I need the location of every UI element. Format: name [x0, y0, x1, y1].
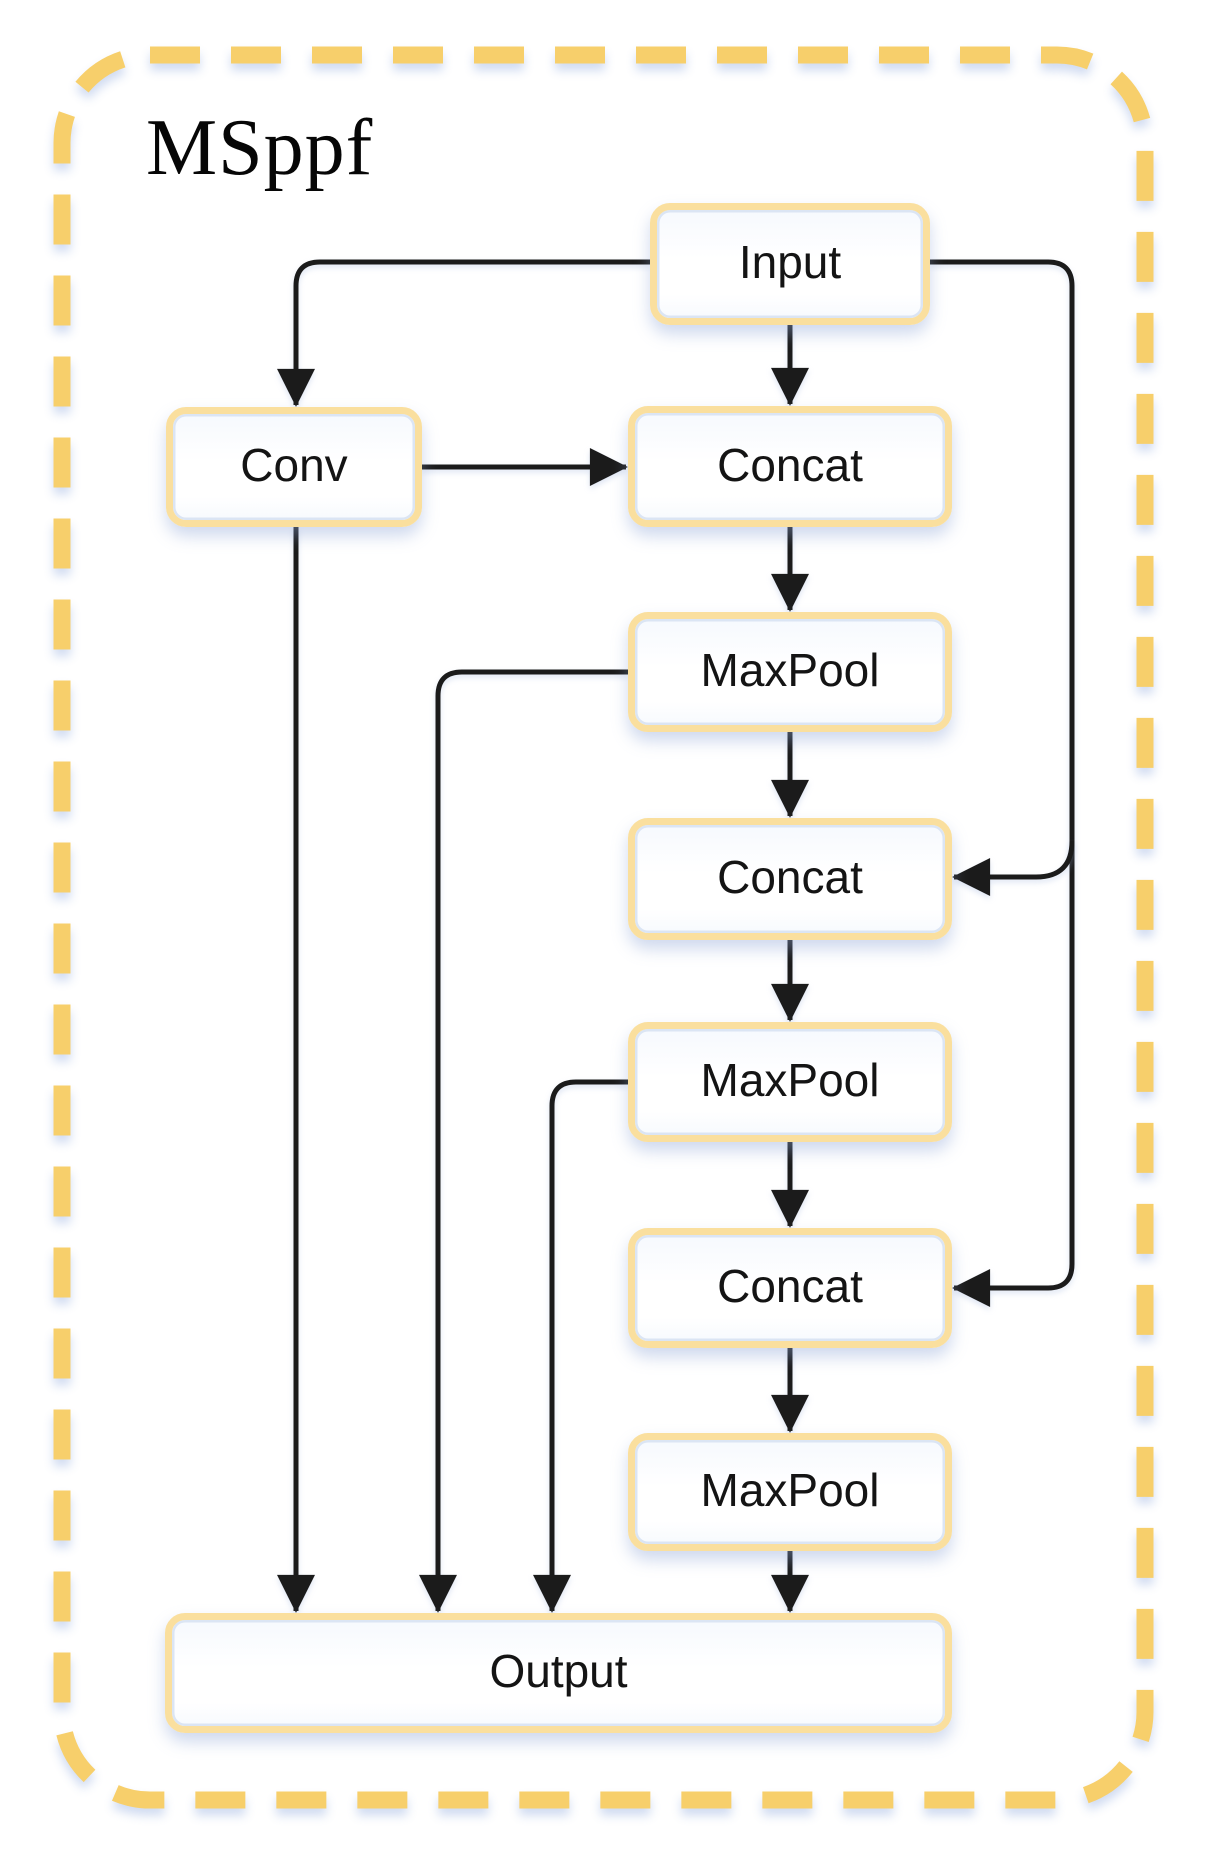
- diagram-title: MSppf: [146, 104, 374, 192]
- node-conv-label: Conv: [240, 439, 348, 491]
- node-maxpool-2-label: MaxPool: [700, 1054, 880, 1106]
- node-maxpool-2: MaxPool: [628, 1022, 952, 1142]
- node-maxpool-1: MaxPool: [628, 612, 952, 732]
- node-maxpool-1-label: MaxPool: [700, 644, 880, 696]
- node-concat-2: Concat: [628, 818, 952, 940]
- dashed-frame-border: [53, 46, 1154, 1809]
- connector-input-concat3: [930, 259, 1075, 1307]
- node-concat-1: Concat: [628, 406, 952, 527]
- node-concat-2-label: Concat: [717, 851, 863, 903]
- node-maxpool-3: MaxPool: [628, 1433, 952, 1551]
- node-input: Input: [650, 203, 930, 325]
- node-input-label: Input: [738, 236, 842, 288]
- node-output: Output: [165, 1613, 952, 1733]
- connector-maxpool1-output: [419, 669, 628, 1613]
- connector-maxpool2-output: [533, 1079, 628, 1613]
- connector-input-conv: [277, 259, 650, 407]
- node-concat-1-label: Concat: [717, 438, 863, 491]
- node-maxpool-3-label: MaxPool: [700, 1464, 880, 1516]
- node-concat-3: Concat: [628, 1228, 952, 1348]
- node-output-label: Output: [489, 1645, 628, 1697]
- connector-input-concat2: [952, 840, 1075, 896]
- node-concat-3-label: Concat: [717, 1260, 863, 1312]
- node-conv: Conv: [166, 407, 422, 527]
